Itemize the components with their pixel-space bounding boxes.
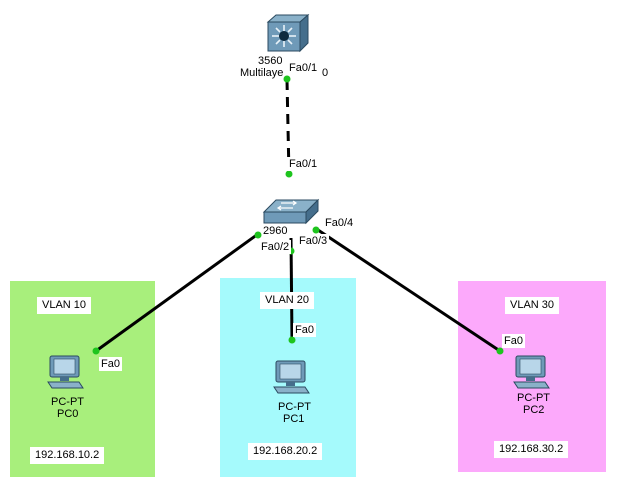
ml-port-extra-label: 0 <box>322 67 329 79</box>
port-label-sw-fa04: Fa0/4 <box>323 216 356 230</box>
switch-icon[interactable] <box>262 198 320 225</box>
port-dot-sw-fa02 <box>254 231 262 239</box>
pc2-model: PC-PT <box>517 392 550 404</box>
pc0-name: PC0 <box>57 408 79 420</box>
port-label-sw-fa01: Fa0/1 <box>287 157 320 171</box>
port-dot-pc2-fa0 <box>496 347 504 355</box>
port-label-pc2-fa0: Fa0 <box>502 334 525 348</box>
port-dot-ml-fa01 <box>283 75 291 83</box>
port-dot-pc0-fa0 <box>92 347 100 355</box>
port-dot-pc1-fa0 <box>288 336 296 344</box>
port-dot-sw-fa04 <box>312 226 320 234</box>
vlan20-label: VLAN 20 <box>260 292 315 309</box>
ml-switch-name: Multilaye <box>240 67 284 79</box>
vlan20-ip: 192.168.20.2 <box>248 443 323 460</box>
switch-model: 2960 <box>263 225 288 237</box>
pc0-icon[interactable] <box>47 355 84 389</box>
port-label-sw-fa03: Fa0/3 <box>297 234 330 248</box>
vlan10-ip: 192.168.10.2 <box>30 447 105 464</box>
pc2-name: PC2 <box>523 404 545 416</box>
ml-switch-model: 3560 <box>258 55 283 67</box>
link-switch-to-pc1[interactable] <box>289 237 294 341</box>
link-switch-to-pc0[interactable] <box>95 232 259 353</box>
pc2-icon[interactable] <box>513 355 550 389</box>
pc1-model: PC-PT <box>278 401 311 413</box>
vlan30-ip: 192.168.30.2 <box>494 441 569 458</box>
port-label-pc0-fa0: Fa0 <box>99 357 122 371</box>
port-label-ml-fa01: Fa0/1 <box>287 61 320 75</box>
pc0-model: PC-PT <box>51 396 84 408</box>
pc1-icon[interactable] <box>273 360 310 394</box>
vlan30-label: VLAN 30 <box>505 297 560 314</box>
multilayer-switch-icon[interactable] <box>266 13 310 53</box>
link-switch-to-pc2[interactable] <box>317 228 501 353</box>
port-label-sw-fa02: Fa0/2 <box>259 240 292 254</box>
port-dot-sw-fa01 <box>285 170 293 178</box>
vlan10-label: VLAN 10 <box>37 297 92 314</box>
port-label-pc1-fa0: Fa0 <box>293 323 316 337</box>
pc1-name: PC1 <box>283 413 305 425</box>
